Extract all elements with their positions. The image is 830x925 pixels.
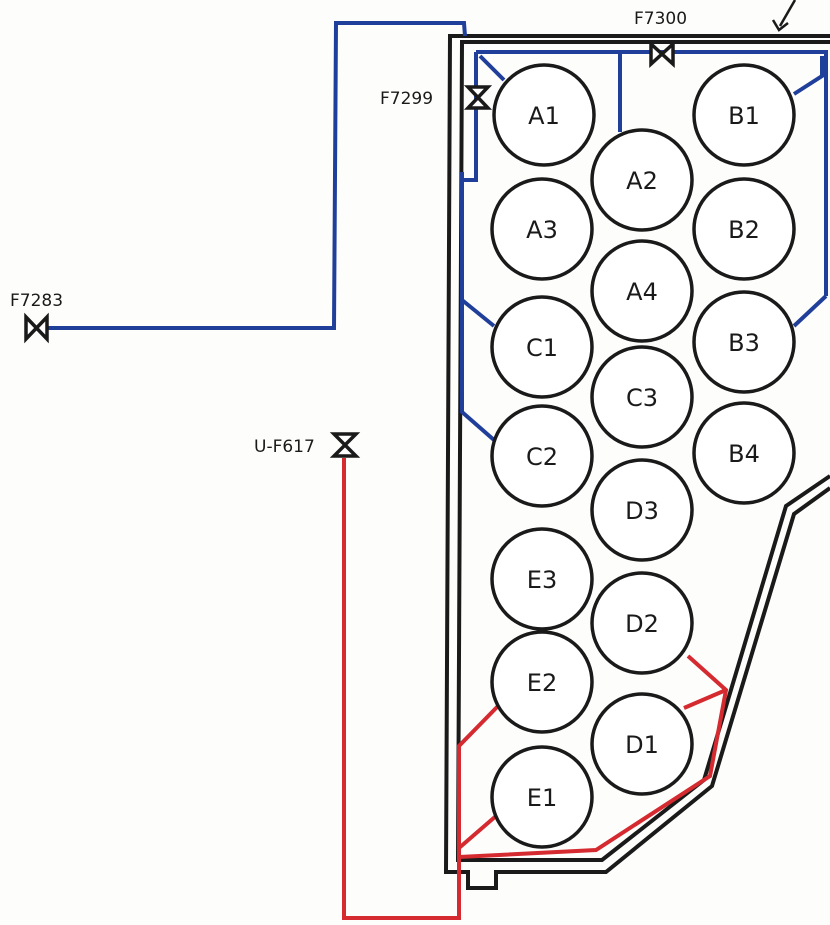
tank-e3[interactable]: E3 <box>490 527 594 631</box>
tank-d1-circle <box>590 692 694 796</box>
tank-b1-circle <box>692 63 796 167</box>
blue-pipe-b3-branch <box>792 294 828 328</box>
tank-b2[interactable]: B2 <box>692 177 796 281</box>
pointer-arrow-icon <box>771 0 797 32</box>
tank-c2-circle <box>490 404 594 508</box>
blue-pipe-c1-branch <box>460 298 496 328</box>
blue-pipe-f7283-line <box>42 21 467 330</box>
enclosure-inner-wall <box>455 40 830 862</box>
tank-d2-circle <box>590 571 694 675</box>
tank-e2-circle <box>490 630 594 734</box>
tank-a1[interactable]: A1 <box>492 63 596 167</box>
tank-b1[interactable]: B1 <box>692 63 796 167</box>
enclosure <box>443 34 830 890</box>
enclosure-outer-wall <box>443 34 830 890</box>
tank-a3-circle <box>490 177 594 281</box>
tank-e1[interactable]: E1 <box>490 745 594 849</box>
valve-labels: F7300 F7299 F7283 U-F617 <box>10 9 687 457</box>
valve-label-f7283: F7283 <box>10 291 63 311</box>
tank-c3-circle <box>590 345 694 449</box>
red-pipe-u-f617-line <box>342 458 502 920</box>
tanks: A1 A2 A3 A4 B1 B2 B3 B4 C1 C3 C2 D3 E3 D… <box>490 63 796 849</box>
valve-f7283[interactable] <box>24 312 49 344</box>
tank-a1-circle <box>492 63 596 167</box>
tank-b1-label: B1 <box>728 102 760 130</box>
tank-a1-label: A1 <box>528 102 560 130</box>
tank-c1[interactable]: C1 <box>490 295 594 399</box>
tank-b3[interactable]: B3 <box>692 290 796 394</box>
tank-c3-label: C3 <box>626 384 658 412</box>
blue-piping <box>42 21 828 442</box>
tank-e2[interactable]: E2 <box>490 630 594 734</box>
tank-a4-circle <box>590 239 694 343</box>
red-pipe-e1-branch <box>457 814 498 850</box>
valve-f7283-bowtie-icon <box>24 312 49 344</box>
valve-f7299[interactable] <box>463 85 493 110</box>
valves <box>24 40 675 458</box>
tank-e1-label: E1 <box>527 784 557 812</box>
tank-c2[interactable]: C2 <box>490 404 594 508</box>
tank-b3-label: B3 <box>728 329 760 357</box>
red-piping <box>342 458 729 920</box>
tank-a2-circle <box>590 128 694 232</box>
valve-u-f617[interactable] <box>329 432 361 458</box>
valve-label-u-f617: U-F617 <box>254 437 315 457</box>
pointer-arrow-head <box>771 19 789 32</box>
tank-b2-label: B2 <box>728 216 760 244</box>
tank-c1-label: C1 <box>526 334 558 362</box>
tank-d1-label: D1 <box>625 731 659 759</box>
tank-c3[interactable]: C3 <box>590 345 694 449</box>
tank-d3-circle <box>590 458 694 562</box>
tank-a4[interactable]: A4 <box>590 239 694 343</box>
tank-a3[interactable]: A3 <box>490 177 594 281</box>
tank-c1-circle <box>490 295 594 399</box>
blue-pipe-a1-branch <box>478 54 506 82</box>
red-pipe-bottom-header <box>458 654 729 859</box>
tank-e1-circle <box>490 745 594 849</box>
tank-d3-label: D3 <box>625 497 659 525</box>
tank-b2-circle <box>692 177 796 281</box>
tank-d1[interactable]: D1 <box>590 692 694 796</box>
red-pipe-d1-branch <box>683 688 727 710</box>
valve-label-f7300: F7300 <box>634 9 687 29</box>
blue-pipe-left-riser <box>460 172 496 442</box>
tank-d2[interactable]: D2 <box>590 571 694 675</box>
valve-label-f7299: F7299 <box>380 89 433 109</box>
valve-f7300-bowtie-icon <box>649 40 675 68</box>
tank-d3[interactable]: D3 <box>590 458 694 562</box>
tank-e3-circle <box>490 527 594 631</box>
tank-a3-label: A3 <box>526 216 558 244</box>
valve-f7300[interactable] <box>649 40 675 68</box>
tank-a2[interactable]: A2 <box>590 128 694 232</box>
blue-pipe-b1-branch <box>792 56 824 96</box>
tank-a4-label: A4 <box>626 278 658 306</box>
blue-pipe-top-header <box>476 50 828 296</box>
tank-d2-label: D2 <box>625 610 659 638</box>
tank-c2-label: C2 <box>526 443 558 471</box>
valve-f7299-bowtie-icon <box>463 85 493 110</box>
tank-b4-label: B4 <box>728 440 760 468</box>
tank-b3-circle <box>692 290 796 394</box>
pointer-arrow-shaft <box>778 0 797 27</box>
tank-e3-label: E3 <box>527 566 557 594</box>
tank-e2-label: E2 <box>527 669 557 697</box>
tank-a2-label: A2 <box>626 167 658 195</box>
tank-b4-circle <box>692 401 796 505</box>
valve-u-f617-bowtie-icon <box>329 432 361 458</box>
blue-pipe-f7299-drop <box>462 52 478 182</box>
tank-b4[interactable]: B4 <box>692 401 796 505</box>
